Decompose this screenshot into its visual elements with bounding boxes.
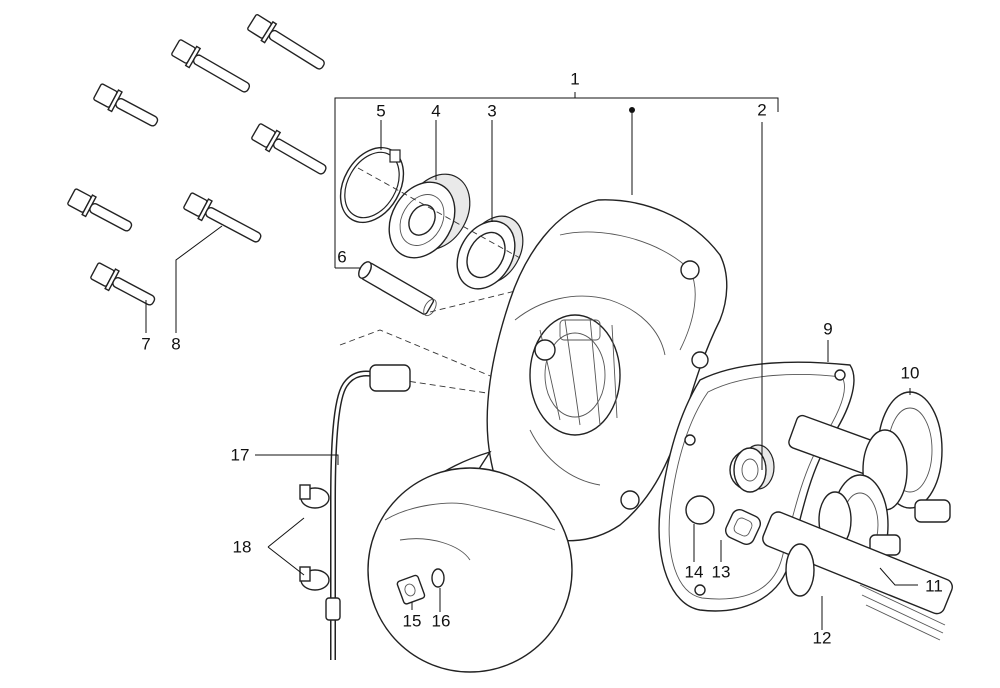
- callout-12: 12: [812, 628, 832, 648]
- plug-screw: [396, 574, 426, 605]
- flange-bolt: [183, 192, 262, 243]
- countershaft-gear: [788, 391, 951, 523]
- transmission-cover: [486, 199, 728, 542]
- detail-inset: [367, 450, 573, 673]
- flange-bolt: [171, 39, 251, 93]
- flange-bolt: [247, 14, 325, 70]
- flange-bolt: [67, 188, 133, 232]
- sealing-washer: [431, 568, 445, 588]
- callout-3: 3: [487, 101, 497, 121]
- callout-9: 9: [823, 319, 833, 339]
- flange-bolt: [251, 123, 327, 175]
- callout-18: 18: [232, 537, 252, 557]
- callout-11: 11: [925, 576, 943, 596]
- flange-bolts-group: [67, 14, 327, 306]
- callout-7: 7: [141, 334, 151, 354]
- drain-tube: [325, 364, 411, 660]
- hose-clamp: [299, 566, 330, 591]
- output-shaft: [762, 511, 953, 641]
- oil-seal: [456, 215, 524, 290]
- callout-8: 8: [171, 334, 181, 354]
- flange-bolt: [93, 83, 159, 127]
- callout-4: 4: [431, 101, 441, 121]
- callout-6: 6: [337, 247, 347, 267]
- callout-17: 17: [230, 445, 250, 465]
- leader-lines: [145, 120, 918, 630]
- callout-2: 2: [757, 100, 767, 120]
- hose-clamp: [299, 484, 330, 509]
- dowel-pin: [358, 261, 437, 317]
- callout-14: 14: [684, 562, 704, 582]
- callout-16: 16: [431, 611, 451, 631]
- callout-13: 13: [711, 562, 731, 582]
- flange-bolt: [90, 262, 156, 306]
- o-ring-seal: [724, 508, 762, 546]
- callout-1: 1: [570, 69, 580, 89]
- shaft-bearing: [733, 444, 775, 493]
- callout-10: 10: [900, 363, 920, 383]
- callout-5: 5: [376, 101, 386, 121]
- callout-15: 15: [402, 611, 422, 631]
